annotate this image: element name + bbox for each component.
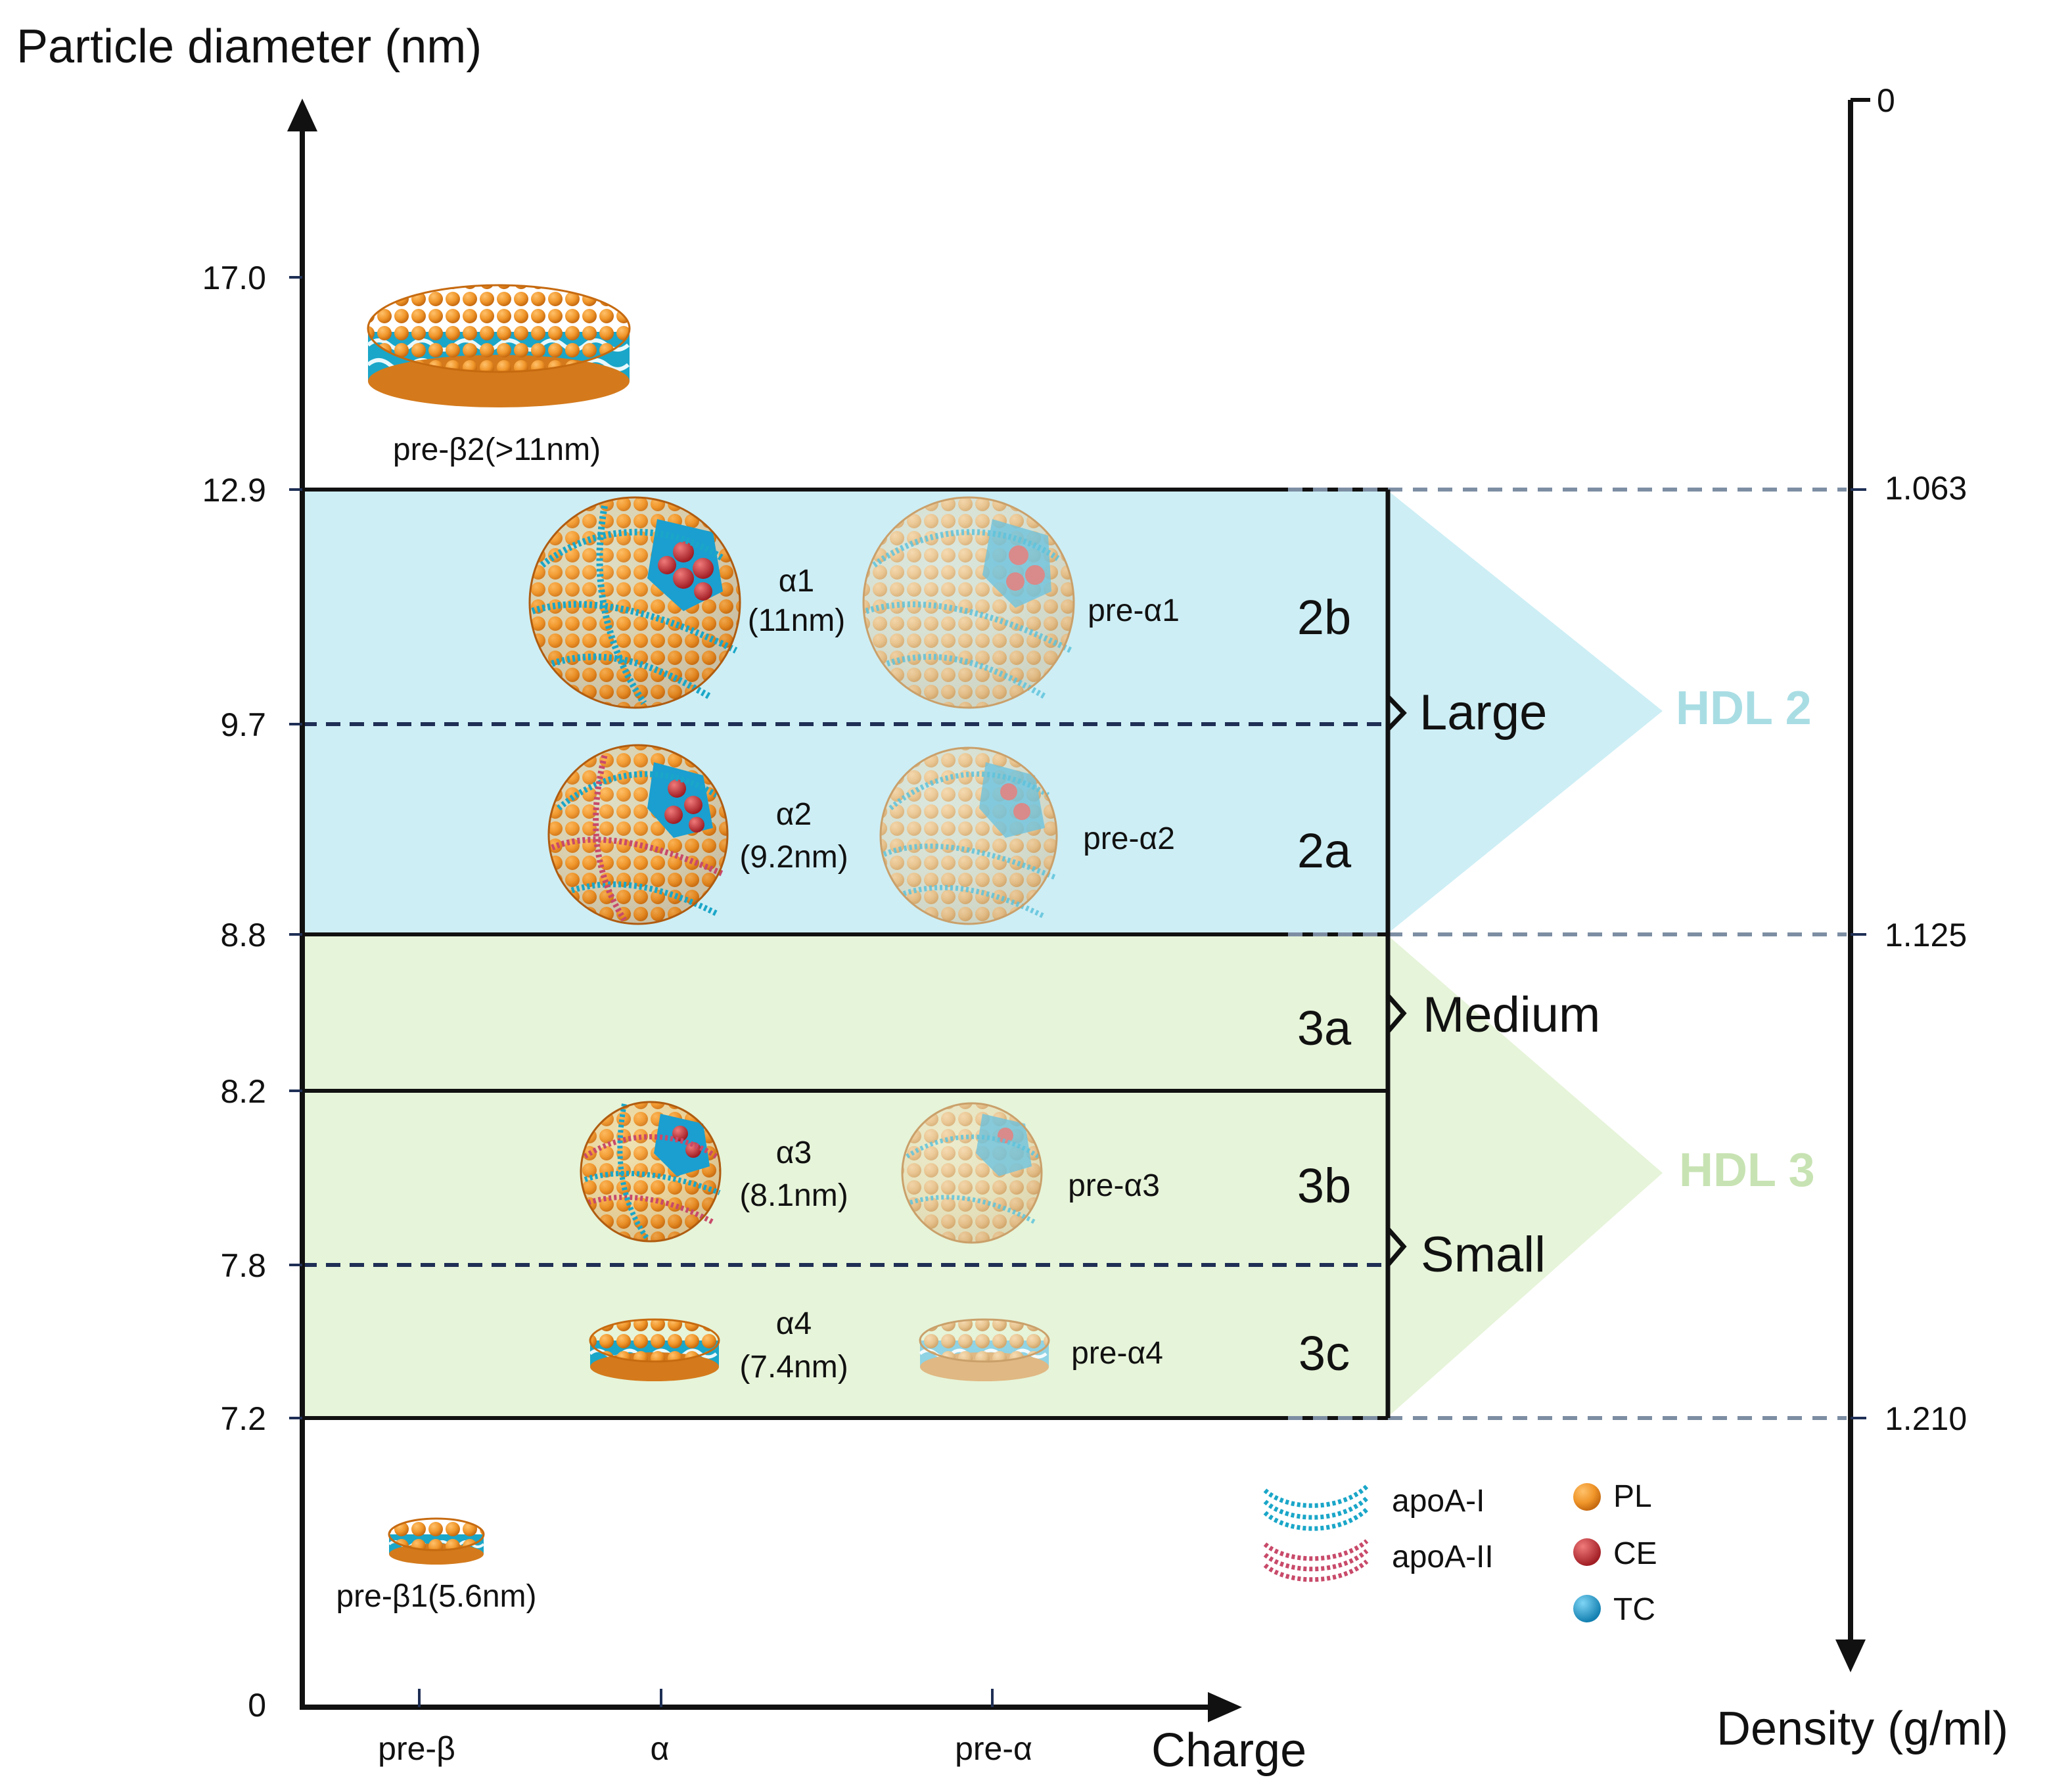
alpha4-name: α4 [776, 1306, 812, 1341]
legend-ce: CE [1613, 1536, 1657, 1571]
y-tick: 12.9 [202, 472, 266, 509]
density-axis-title: Density (g/ml) [1716, 1703, 2008, 1755]
pre-alpha3-label: pre-α3 [1068, 1168, 1160, 1203]
y-tick: 0 [248, 1687, 266, 1724]
density-tick: 1.210 [1885, 1400, 1967, 1437]
legend: apoA-I apoA-II PL CE TC [1263, 1479, 1657, 1627]
alpha2-name: α2 [776, 797, 812, 832]
x-tick: pre-β [378, 1730, 455, 1767]
density-tick: 1.125 [1885, 917, 1967, 953]
legend-apoa1: apoA-I [1392, 1484, 1485, 1519]
pre-beta2-disc [367, 284, 631, 407]
pre-alpha4-label: pre-α4 [1071, 1336, 1163, 1371]
y-tick: 17.0 [202, 260, 266, 296]
pre-beta2-label: pre-β2(>11nm) [393, 432, 601, 467]
alpha4-disc [589, 1318, 720, 1381]
y-tick: 7.2 [220, 1400, 266, 1437]
hdl3-arrow [1387, 934, 1663, 1418]
band-boundaries [302, 488, 1388, 1420]
alpha3-particle [580, 1101, 722, 1243]
x-tick: pre-α [955, 1730, 1032, 1767]
size-bracket [1385, 490, 1407, 1418]
alpha4-size: (7.4nm) [739, 1350, 848, 1385]
subclass-3a: 3a [1297, 1001, 1352, 1055]
x-tick-labels: pre-β α pre-α [378, 1730, 1032, 1767]
hdl2-band [302, 490, 1387, 934]
y-tick: 8.2 [220, 1073, 266, 1110]
density-axis [1835, 98, 1870, 1672]
y-axis-title: Particle diameter (nm) [16, 20, 482, 73]
size-labels: Large Medium Small [1419, 685, 1600, 1283]
tc-legend-icon [1573, 1595, 1601, 1622]
pre-beta1-disc [388, 1517, 485, 1565]
hdl2-arrow [1387, 490, 1663, 934]
pl-legend-icon [1573, 1483, 1601, 1511]
alpha2-size: (9.2nm) [739, 840, 848, 875]
subclass-3b: 3b [1297, 1158, 1351, 1213]
alpha2-particle [547, 744, 729, 925]
legend-apoa2: apoA-II [1392, 1540, 1494, 1574]
size-medium: Medium [1423, 987, 1600, 1043]
pre-alpha2-particle [879, 746, 1058, 925]
subclass-2a: 2a [1297, 823, 1352, 878]
hdl3-label: HDL 3 [1679, 1144, 1815, 1197]
subclass-3c: 3c [1299, 1326, 1350, 1381]
subclass-2b: 2b [1297, 590, 1351, 645]
legend-pl: PL [1613, 1479, 1652, 1514]
hdl2-label: HDL 2 [1676, 682, 1812, 735]
size-large: Large [1419, 685, 1547, 741]
density-tick-labels: 0 1.063 1.125 1.210 [1877, 82, 1967, 1437]
x-axis-title: Charge [1151, 1724, 1306, 1777]
x-axis [300, 1689, 1242, 1722]
hdl3-band [302, 934, 1387, 1418]
pre-alpha3-particle [901, 1102, 1043, 1244]
pre-alpha4-disc [919, 1318, 1050, 1381]
alpha1-particle [528, 496, 741, 709]
subclass-labels: 2b 2a 3a 3b 3c [1297, 590, 1352, 1381]
y-tick-labels: 17.0 12.9 9.7 8.8 8.2 7.8 7.2 0 [202, 260, 266, 1724]
alpha3-name: α3 [776, 1135, 812, 1170]
x-tick: α [651, 1730, 670, 1767]
density-tick: 1.063 [1885, 470, 1967, 507]
y-tick: 9.7 [220, 706, 266, 743]
pre-beta1-label: pre-β1(5.6nm) [336, 1579, 536, 1614]
apoa1-legend-icon [1263, 1484, 1369, 1531]
alpha3-size: (8.1nm) [739, 1178, 848, 1213]
apoa2-legend-icon [1263, 1539, 1369, 1582]
density-tick: 0 [1877, 82, 1895, 119]
subdivision-lines [302, 722, 1387, 1267]
y-tick: 8.8 [220, 917, 266, 953]
alpha1-size: (11nm) [748, 603, 845, 638]
size-small: Small [1421, 1227, 1546, 1283]
pre-alpha1-particle [862, 496, 1075, 709]
density-lines [1288, 488, 1847, 1420]
ce-legend-icon [1573, 1538, 1601, 1566]
pre-alpha2-label: pre-α2 [1083, 821, 1175, 856]
alpha1-name: α1 [779, 564, 814, 599]
pre-alpha1-label: pre-α1 [1088, 593, 1180, 628]
y-axis [287, 99, 317, 1707]
legend-tc: TC [1613, 1592, 1655, 1627]
y-tick: 7.8 [220, 1247, 266, 1284]
